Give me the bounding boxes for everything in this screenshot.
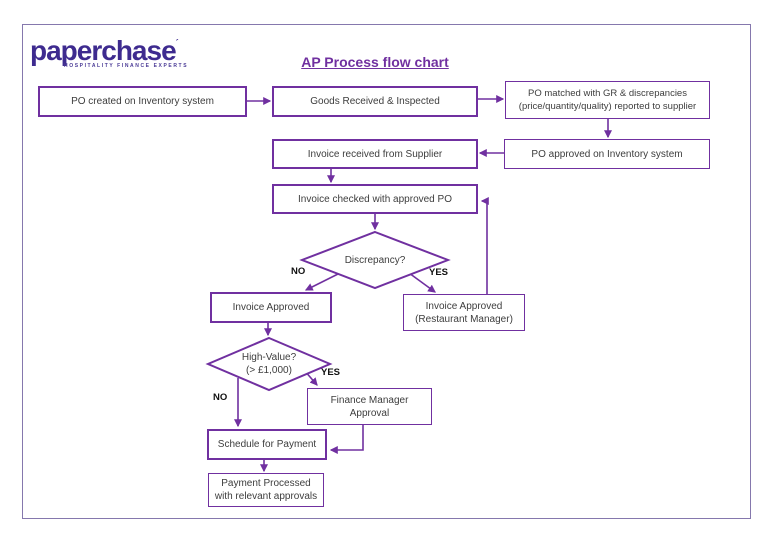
node-goods-received: Goods Received & Inspected [272,86,478,117]
connector-discrepancy-yes-to-invoice-approved-rm [408,272,436,293]
chart-title: AP Process flow chart [301,54,449,70]
logo-trademark-mark: ´ [175,38,179,48]
logo-wordmark: paperchase´ [30,28,188,66]
connector-invoice-approved-rm-loop-to-invoice-checked [480,197,489,294]
page-border [22,24,751,519]
node-invoice-approved-restaurant-manager: Invoice Approved (Restaurant Manager) [403,294,525,331]
node-invoice-checked: Invoice checked with approved PO [272,184,478,214]
node-invoice-received: Invoice received from Supplier [272,139,478,169]
node-po-matched: PO matched with GR & discrepancies (pric… [505,81,710,119]
high-value-diamond [205,336,333,392]
discrepancy-yes-label: YES [429,267,449,278]
node-invoice-approved: Invoice Approved [210,292,332,323]
paperchase-logo: paperchase´ HOSPITALITY FINANCE EXPERTS [30,28,189,70]
node-po-created: PO created on Inventory system [38,86,247,117]
connector-finance-manager-to-schedule-payment [329,425,364,454]
logo-tagline: HOSPITALITY FINANCE EXPERTS [64,63,189,69]
node-payment-processed: Payment Processed with relevant approval… [208,473,324,507]
discrepancy-no-label: NO [291,266,306,277]
high-value-no-label: NO [213,392,228,403]
connector-discrepancy-no-to-invoice-approved [304,272,341,291]
node-po-approved: PO approved on Inventory system [504,139,710,169]
discrepancy-diamond [299,230,451,290]
node-schedule-for-payment: Schedule for Payment [207,429,327,460]
node-finance-manager-approval: Finance Manager Approval [307,388,432,425]
logo-wordmark-text: paperchase [30,35,177,66]
high-value-yes-label: YES [321,367,341,378]
